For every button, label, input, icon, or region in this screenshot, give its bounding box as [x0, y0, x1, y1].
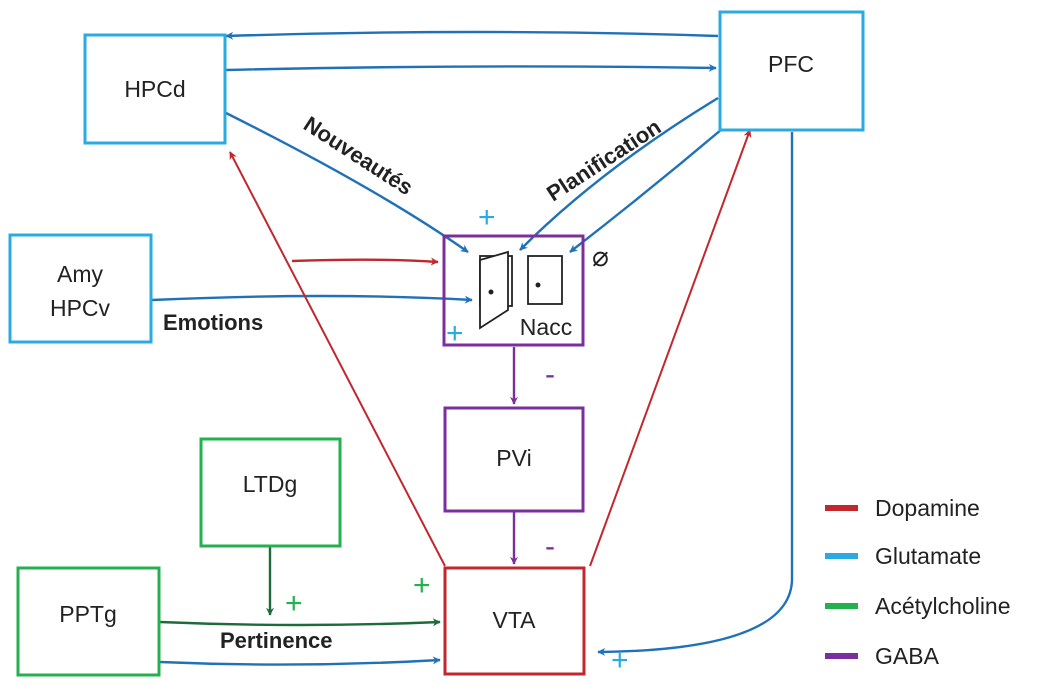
acetylcholine-pathways: [159, 546, 441, 627]
arrow-vta-to-hpcd: [229, 151, 446, 567]
box-nacc: [442, 234, 585, 347]
label-hpcd: HPCd: [124, 76, 185, 102]
label-amy: Amy: [57, 261, 104, 287]
label-pptg: PPTg: [59, 601, 117, 627]
legend-item-dopamine: Dopamine: [825, 495, 980, 521]
arrow-pfc-to-nacc-2: [569, 123, 729, 253]
glutamate-pathways: [151, 30, 794, 666]
box-pptg: [16, 566, 161, 677]
pathway-label-emotions: Emotions: [163, 310, 263, 335]
pathway-label-relevance: Pertinence: [220, 628, 333, 653]
sign-nacc-bottom-plus: +: [446, 317, 464, 350]
pathway-label-novelty: Nouveautés: [299, 111, 417, 200]
sign-vta-right-plus: +: [611, 644, 629, 677]
label-pfc: PFC: [768, 51, 814, 77]
arrow-pfc-to-vta: [597, 132, 794, 656]
box-ltdg: [199, 437, 342, 548]
label-pvi: PVi: [496, 445, 531, 471]
legend-item-gaba: GABA: [825, 643, 940, 669]
closed-door-icon: [527, 255, 563, 305]
sign-pvi-minus: -: [545, 358, 555, 391]
arrow-pptg-to-vta-glutamate: [159, 656, 441, 666]
arrow-hpcd-to-pfc: [225, 63, 717, 72]
legend-label-gaba: GABA: [875, 643, 940, 669]
arrow-vta-to-pfc: [589, 129, 752, 567]
box-amy-hpcv: [8, 233, 153, 344]
arrow-amy-to-nacc: [151, 294, 473, 304]
legend: Dopamine Glutamate Acétylcholine GABA: [825, 495, 1011, 669]
legend-item-acetylcholine: Acétylcholine: [825, 593, 1011, 619]
label-nacc: Nacc: [520, 314, 572, 340]
sign-nacc-top-plus: +: [478, 201, 496, 234]
legend-label-glutamate: Glutamate: [875, 543, 981, 569]
label-ltdg: LTDg: [243, 471, 298, 497]
arrow-amy-to-nacc-dopamine: [291, 257, 439, 266]
sign-vta-minus: -: [545, 530, 555, 563]
arrow-pfc-to-hpcd: [225, 30, 719, 40]
label-vta: VTA: [492, 607, 536, 633]
sign-nacc-null: ⌀: [592, 241, 609, 272]
open-door-icon: [479, 250, 513, 330]
sign-vta-left-plus: +: [413, 569, 431, 602]
label-hpcv: HPCv: [50, 295, 111, 321]
box-vta: [443, 566, 586, 676]
arrow-pptg-to-vta-acetylcholine: [159, 618, 441, 627]
legend-label-dopamine: Dopamine: [875, 495, 980, 521]
arrow-pfc-to-nacc-1: [519, 96, 719, 251]
box-pfc: [718, 10, 865, 132]
sign-ltdg-plus: +: [285, 587, 303, 620]
dopamine-pathways: [229, 129, 752, 567]
legend-label-acetylcholine: Acétylcholine: [875, 593, 1011, 619]
box-pvi: [443, 406, 585, 513]
legend-item-glutamate: Glutamate: [825, 543, 981, 569]
box-hpcd: [83, 33, 227, 145]
